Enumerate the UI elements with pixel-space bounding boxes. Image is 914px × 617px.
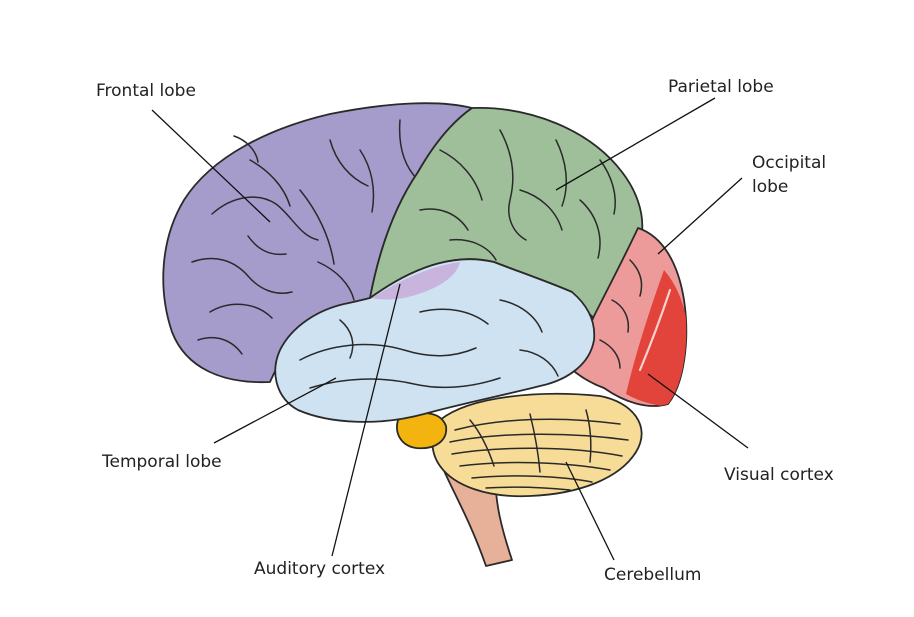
visual-cortex-label: Visual cortex xyxy=(724,465,834,485)
occipital-lobe-label-line2: lobe xyxy=(752,177,788,197)
temporal-leader-line xyxy=(213,377,337,444)
occipital-sulci xyxy=(599,259,643,369)
frontal-lobe-label: Frontal lobe xyxy=(96,81,196,101)
occipital-lobe-label-line1: Occipital xyxy=(752,153,826,173)
visual-cortex-region xyxy=(626,270,687,407)
cerebellum-label: Cerebellum xyxy=(604,565,701,585)
auditory-leader-line xyxy=(331,283,401,557)
cerebellum-leader-line xyxy=(565,461,615,561)
auditory-cortex-label: Auditory cortex xyxy=(254,559,385,579)
auditory-cortex-region xyxy=(372,262,460,300)
parietal-lobe-label: Parietal lobe xyxy=(668,77,774,97)
occipital-leader-line xyxy=(657,177,743,255)
temporal-sulci xyxy=(299,299,559,389)
temporal-lobe-label: Temporal lobe xyxy=(101,452,222,472)
parietal-leader-line xyxy=(555,97,716,191)
visual-leader-line xyxy=(647,373,749,449)
frontal-leader-line xyxy=(151,109,271,223)
parietal-sulci xyxy=(419,129,616,261)
temporal-lobe-region xyxy=(274,258,596,423)
cerebellum-folds xyxy=(449,409,629,491)
